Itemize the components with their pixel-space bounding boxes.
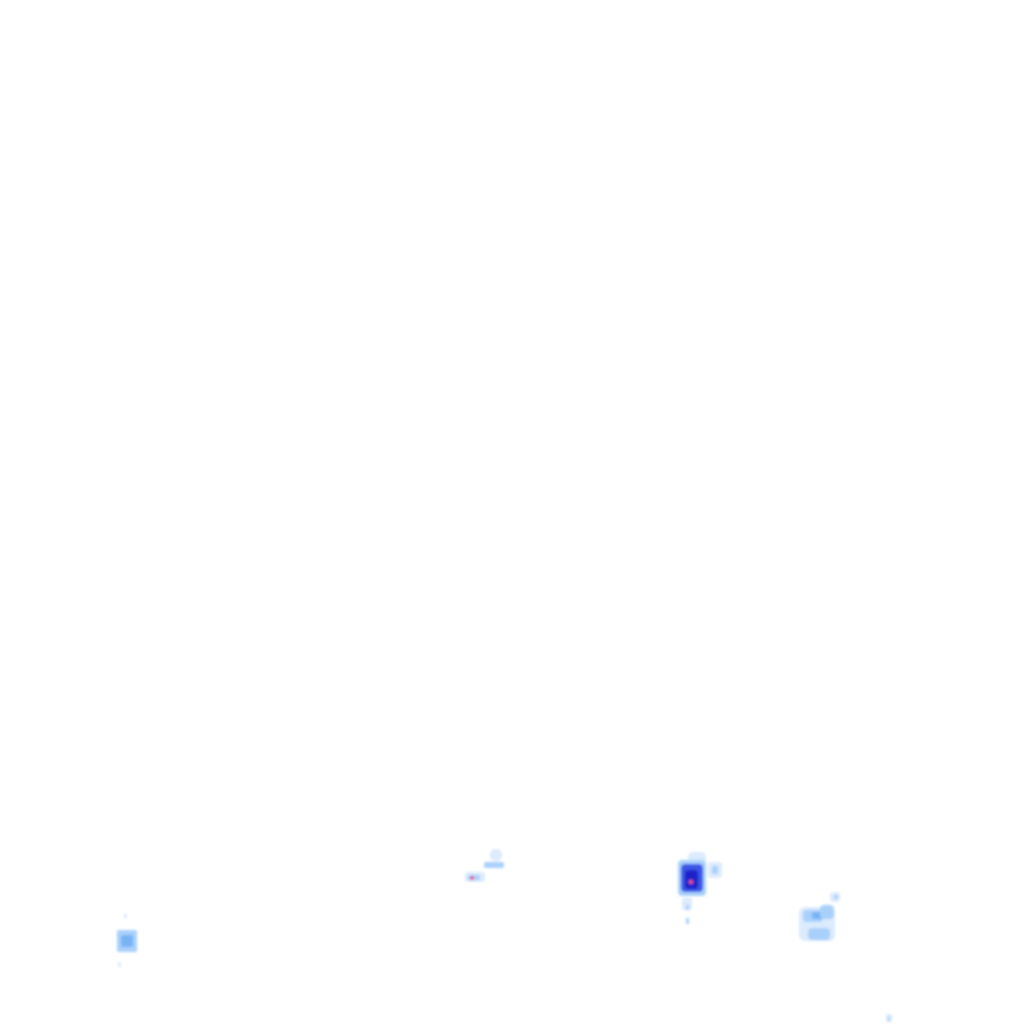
echo-cell-east [678,852,722,924]
radar-echo-pixel [484,862,504,868]
echo-cell-far-southeast [886,1014,892,1022]
radar-echo-pixel [682,898,692,910]
radar-echo-pixel [685,870,698,889]
radar-echo-pixel [686,905,689,910]
radar-echo-pixel [888,1017,890,1021]
echo-cell-southeast [799,892,840,941]
radar-echo-pixel [820,905,834,919]
radar-echo-pixel [689,880,693,884]
radar-echo-pixel [812,912,822,919]
radar-echo-pixel [121,935,133,947]
radar-echo-pixel [490,849,502,861]
radar-echo-pixel [800,930,806,938]
radar-echo-pixel [124,914,127,918]
radar-echo-pixel [686,918,689,924]
radar-echo-pixel [712,866,718,874]
echo-cell-center [465,849,504,882]
radar-echo-pixel [470,876,474,880]
radar-echo-pixel [118,962,121,967]
radar-echo-pixel [808,928,830,940]
radar-echo-pixel [834,895,838,899]
echo-cell-west [117,914,137,967]
